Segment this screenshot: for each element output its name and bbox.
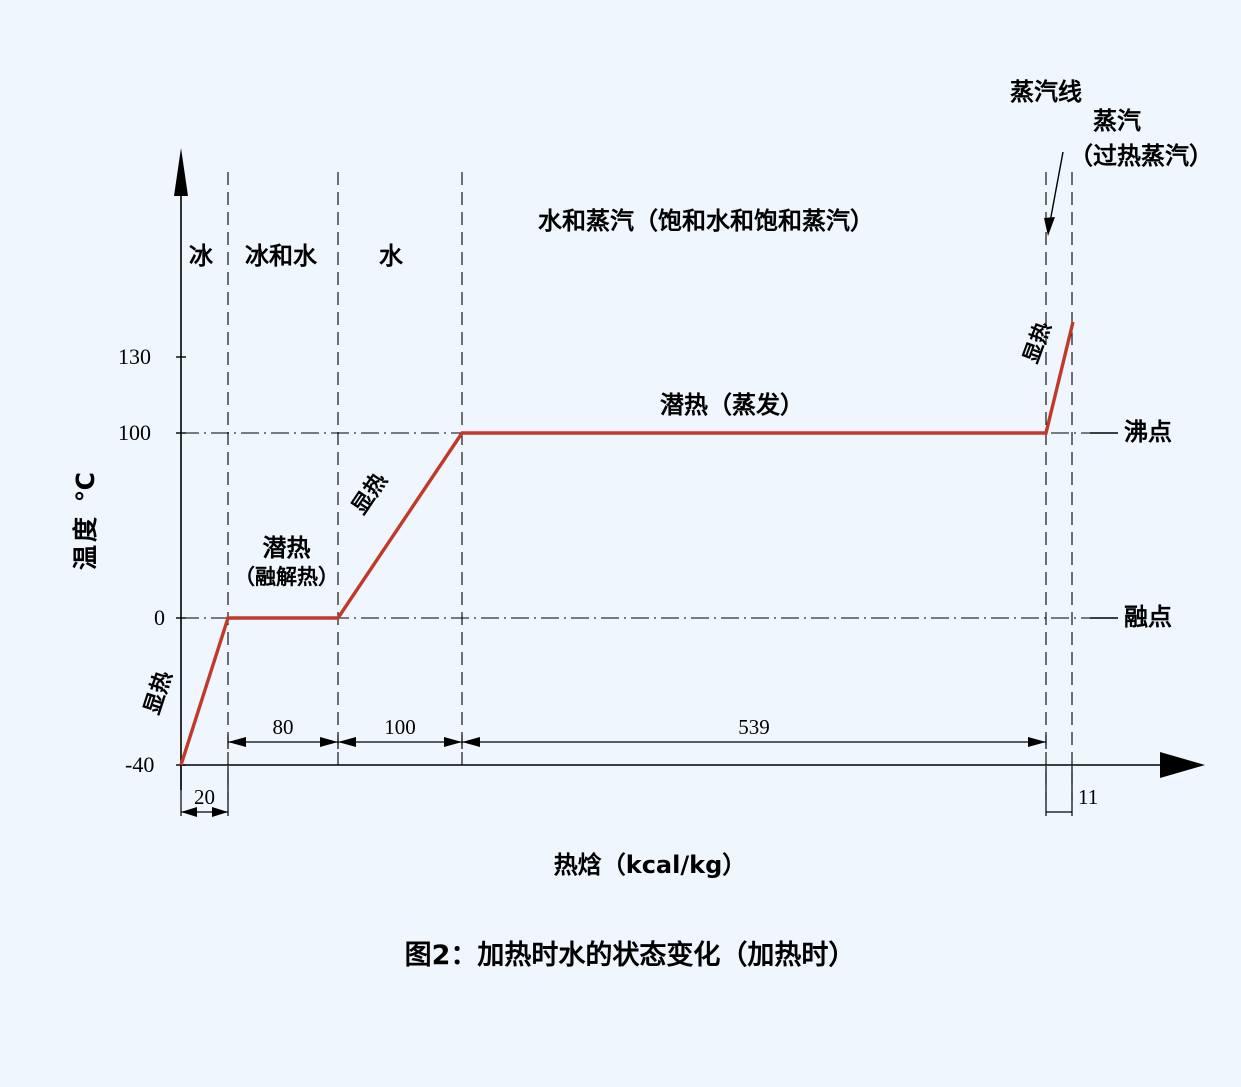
steam-label: 蒸汽 xyxy=(1093,107,1141,135)
y-axis-arrowhead xyxy=(174,148,188,196)
y-axis-title: 温度 ℃ xyxy=(71,469,100,570)
dim-arrow-right-80 xyxy=(320,737,338,747)
latent-heat-vaporization-label: 潜热（蒸发） xyxy=(660,391,804,419)
figure-caption: 图2：加热时水的状态变化（加热时） xyxy=(404,940,856,971)
steam-line-leader xyxy=(1049,151,1064,223)
dim-arrow-right-20 xyxy=(212,807,228,817)
x-axis-arrowhead xyxy=(1160,752,1205,778)
dimension-label-80: 80 xyxy=(272,715,294,739)
steam-line-leader-arrowhead xyxy=(1044,217,1055,236)
melting-point-label: 融点 xyxy=(1124,603,1172,631)
latent-heat-fusion-label: 潜热 （融解热） xyxy=(234,533,339,591)
x-axis-title: 热焓（kcal/kg） xyxy=(553,851,747,879)
dimension-label-100: 100 xyxy=(384,715,416,739)
dim-arrow-right-100 xyxy=(444,737,462,747)
phase-label-ice-and-water: 冰和水 xyxy=(245,242,317,270)
latent-heat-fusion-subtitle: （融解热） xyxy=(234,565,339,590)
superheated-steam-label: （过热蒸汽） xyxy=(1069,142,1213,170)
dimension-label-11: 11 xyxy=(1078,785,1099,809)
steam-line-label-text: 蒸汽线 xyxy=(1010,78,1082,106)
boiling-point-label: 沸点 xyxy=(1124,418,1172,446)
heating-curve xyxy=(179,321,1075,766)
y-tick-label-100: 100 xyxy=(118,420,151,445)
dim-arrow-left-20 xyxy=(181,807,197,817)
latent-heat-fusion-title: 潜热 xyxy=(262,534,311,562)
y-tick-label-130: 130 xyxy=(118,344,151,369)
phase-label-water: 水 xyxy=(379,242,403,270)
dim-arrow-left-80 xyxy=(228,737,246,747)
dim-arrow-right-539 xyxy=(1028,737,1046,747)
dimension-label-539: 539 xyxy=(738,715,770,739)
phase-label-water-and-steam: 水和蒸汽（饱和水和饱和蒸汽） xyxy=(538,207,874,235)
phase-label-ice: 冰 xyxy=(189,242,213,270)
dim-arrow-left-100 xyxy=(338,737,356,747)
dim-arrow-left-539 xyxy=(462,737,480,747)
dimension-label-20: 20 xyxy=(194,785,215,809)
y-tick-label-minus-40: -40 xyxy=(125,752,155,777)
steam-line-label: 蒸汽线 xyxy=(1009,78,1082,106)
y-tick-label-0: 0 xyxy=(154,605,165,630)
